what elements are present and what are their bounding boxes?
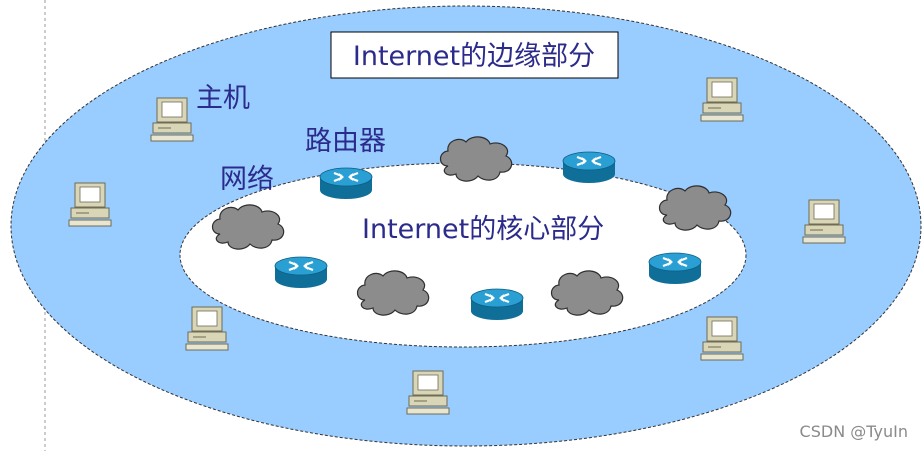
core-title: Internet的核心部分 bbox=[362, 214, 604, 245]
router-icon bbox=[647, 251, 703, 286]
host-computer-icon bbox=[150, 97, 194, 142]
host-computer-icon bbox=[406, 370, 450, 415]
router-label: 路由器 bbox=[305, 126, 386, 157]
edge-title-box bbox=[330, 31, 619, 79]
router-icon bbox=[561, 150, 617, 185]
router-icon bbox=[318, 166, 374, 201]
router-icon bbox=[273, 255, 329, 290]
host-computer-icon bbox=[68, 182, 112, 227]
host-computer-icon bbox=[700, 77, 744, 122]
edge-title: Internet的边缘部分 bbox=[353, 41, 595, 72]
network-label: 网络 bbox=[220, 164, 274, 195]
watermark: CSDN @TyuIn bbox=[800, 422, 908, 441]
host-computer-icon bbox=[185, 306, 229, 351]
router-icon bbox=[469, 287, 525, 322]
host-label: 主机 bbox=[196, 83, 250, 114]
host-computer-icon bbox=[802, 199, 846, 244]
host-computer-icon bbox=[700, 316, 744, 361]
